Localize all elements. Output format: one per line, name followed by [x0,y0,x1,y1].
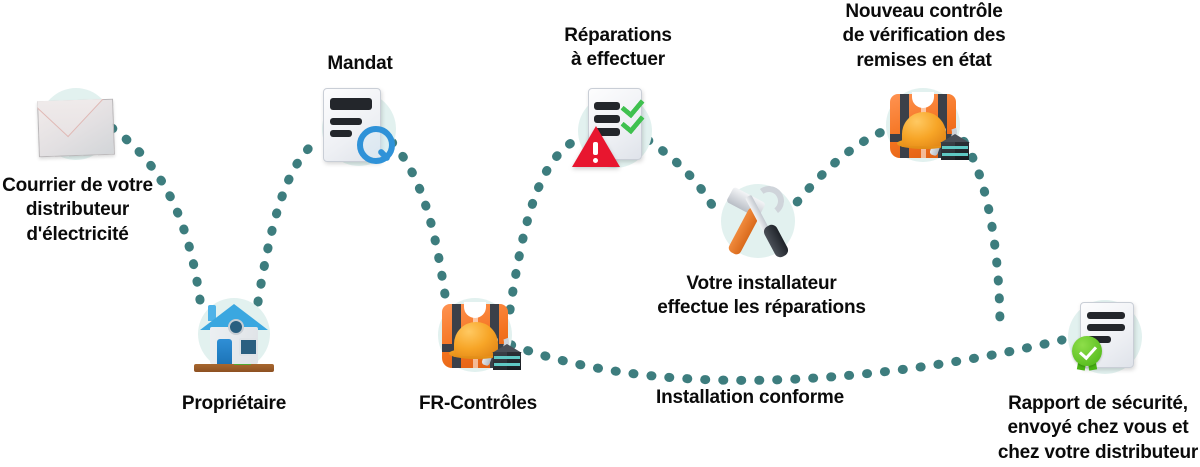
label-courrier: Courrier de votre distributeur d'électri… [2,175,153,245]
cube-top-face [940,134,970,143]
vest-neck [912,92,934,108]
house-window [239,338,258,356]
document-magnifier-icon [313,86,407,174]
warning-exclamation-bar [593,142,598,155]
vest-neck [464,302,486,318]
certification-seal [1072,336,1102,366]
checklist-line [594,102,620,110]
label-mandat: Mandat [327,53,393,74]
hard-hat [454,322,498,356]
measuring-device-cube [940,134,970,160]
document-line [330,130,352,137]
node-proprietaire[interactable] [190,296,278,380]
cube-left-face [493,352,507,370]
flow-segment-proprietaire-to-mandat [253,135,323,307]
label-installateur: Votre installateur effectue les réparati… [657,273,866,319]
node-installateur[interactable] [714,180,804,268]
house-door [217,339,232,364]
node-fr-controles[interactable] [430,296,526,382]
cube-stripe [942,146,968,149]
label-nouveau-controle: Nouveau contrôle de vérification des rem… [842,1,1006,71]
warning-exclamation-dot [593,158,598,163]
label-fr-controles: FR-Contrôles [419,393,537,414]
house-attic-window [228,319,244,335]
cube-stripe [942,153,968,156]
label-rapport: Rapport de sécurité, envoyé chez vous et… [997,393,1199,463]
cube-right-face [507,352,521,370]
flow-segment-frcontroles-to-reparations [505,135,581,315]
certified-document-icon [1060,298,1154,384]
hammer-screwdriver-icon [714,180,804,268]
report-line [1087,324,1125,331]
envelope-flap [37,99,112,142]
safety-vest-icon [430,296,526,382]
house-ground [194,364,274,372]
label-proprietaire: Propriétaire [181,393,287,414]
document-line [330,118,362,125]
checklist-line [594,115,620,123]
node-reparations[interactable] [570,86,666,176]
envelope-icon [30,86,122,172]
house-icon [190,296,278,380]
cube-right-face [955,142,969,160]
safety-vest-icon [878,86,974,172]
cube-top-face [492,344,522,353]
label-installation-conforme: Installation conforme [656,387,844,408]
node-mandat[interactable] [313,86,407,174]
document-line [330,98,372,110]
cube-stripe [494,363,520,366]
report-line [1087,336,1111,343]
node-rapport[interactable] [1060,298,1154,384]
checklist-warning-icon [570,86,666,176]
node-nouveau-controle[interactable] [878,86,974,172]
node-courrier[interactable] [30,86,122,172]
hard-hat [902,112,946,146]
measuring-device-cube [492,344,522,370]
label-reparations: Réparations à effectuer [564,25,672,71]
magnifier-ring [357,126,395,164]
report-line [1087,312,1125,319]
cube-left-face [941,142,955,160]
flow-segment-frcontroles-to-rapport-conforme [489,333,1067,385]
cube-stripe [494,356,520,359]
